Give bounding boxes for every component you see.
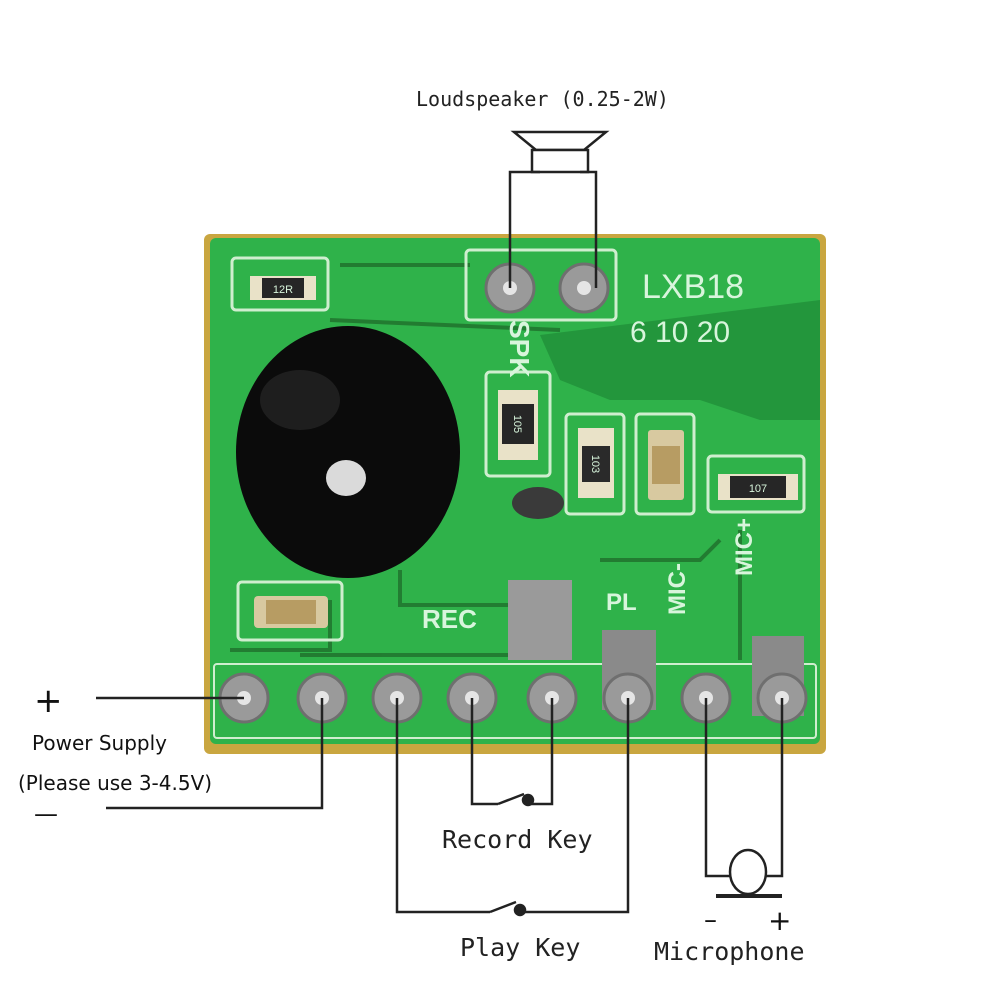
- pcb-board: 12R 105 103 107: [204, 234, 826, 754]
- pad-outline: [484, 370, 552, 478]
- board-variants-text: 6 10 20: [630, 316, 730, 349]
- resistor-r4-label: 107: [749, 483, 767, 495]
- board-mic-minus-text: MIC-: [664, 563, 691, 615]
- loudspeaker-label: Loudspeaker (0.25-2W): [416, 87, 669, 111]
- resistor-r1: 12R: [250, 276, 316, 300]
- spk-pin-2: [558, 262, 610, 314]
- resistor-r1-label: 12R: [273, 284, 293, 296]
- capacitor-c2: [254, 596, 328, 628]
- board-spk-text: SPK: [504, 320, 535, 378]
- pcb-traces: [230, 263, 742, 660]
- pad-outline: [564, 412, 626, 516]
- board-mic-plus-text: MIC+: [731, 518, 758, 576]
- microphone-label: Microphone: [654, 937, 805, 966]
- play-key-switch: [395, 698, 630, 917]
- speaker-wires: [508, 170, 598, 288]
- pad-outline: [236, 580, 344, 642]
- resistor-r3: 103: [578, 428, 614, 498]
- resistor-r4: 107: [718, 474, 798, 500]
- copper-area: [540, 300, 820, 420]
- board-pl-text: PL: [606, 589, 637, 616]
- pad-outline: [464, 248, 618, 322]
- resistor-r2-label: 105: [511, 415, 523, 433]
- power-note-label: (Please use 3-4.5V): [18, 771, 212, 795]
- pad-outline: [706, 454, 806, 514]
- rec-pad: [508, 580, 572, 660]
- board-model-text: LXB18: [642, 268, 744, 306]
- power-supply-label: Power Supply: [32, 731, 167, 755]
- capacitor-c1: [648, 430, 684, 500]
- mic-plus-sign: +: [768, 904, 791, 937]
- microphone-symbol: [704, 698, 784, 898]
- pad-outline: [230, 256, 330, 312]
- resistor-r3-label: 103: [589, 455, 601, 473]
- record-key-label: Record Key: [442, 825, 593, 854]
- resistor-r2: 105: [498, 390, 538, 460]
- chip-blob: [236, 326, 460, 578]
- power-wires: [96, 696, 324, 810]
- pad-outline: [634, 412, 696, 516]
- mic-minus-sign: –: [704, 905, 717, 935]
- board-rec-text: REC: [422, 604, 477, 634]
- power-minus-sign: —: [34, 800, 58, 828]
- loudspeaker-symbol: [510, 130, 610, 174]
- power-plus-sign: +: [34, 681, 63, 721]
- pin-row-outline: [213, 663, 817, 739]
- record-key-switch: [470, 698, 554, 807]
- via-blob: [512, 487, 564, 519]
- play-key-label: Play Key: [460, 933, 580, 962]
